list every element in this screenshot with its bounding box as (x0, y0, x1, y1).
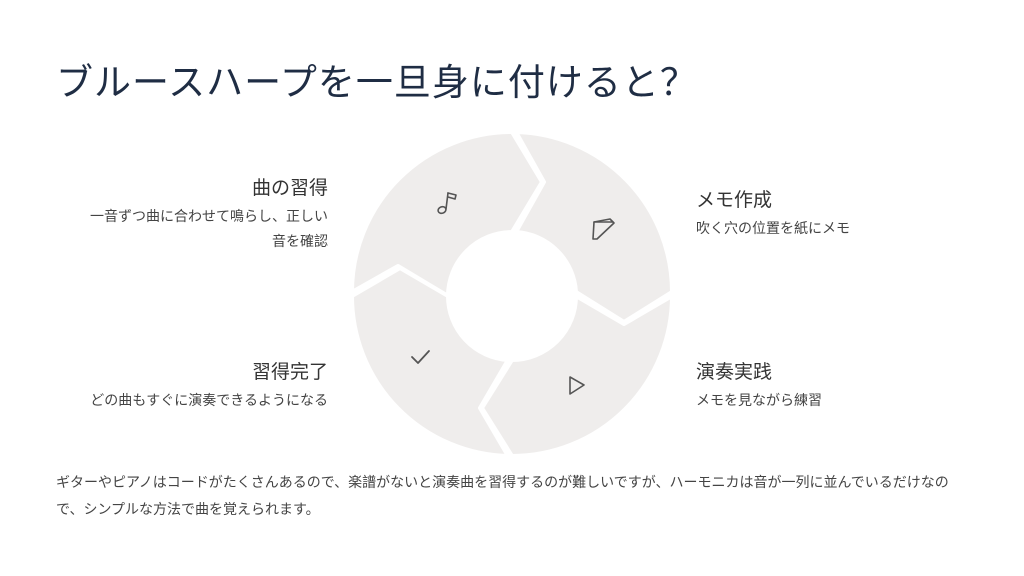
check-icon (411, 350, 430, 364)
footer-text: ギターやピアノはコードがたくさんあるので、楽譜がないと演奏曲を習得するのが難しい… (56, 475, 949, 518)
cycle-diagram (350, 130, 674, 458)
step-practice-title: 演奏実践 (696, 361, 773, 383)
step-learn-desc-line2: 音を確認 (272, 234, 328, 250)
step-practice-desc: メモを見ながら練習 (696, 393, 822, 409)
cycle-segment-practice (480, 294, 674, 458)
pencil-icon (592, 218, 615, 240)
step-memo-title: メモ作成 (696, 189, 773, 211)
step-memo-desc: 吹く穴の位置を紙にメモ (696, 221, 850, 237)
step-complete-desc: どの曲もすぐに演奏できるようになる (90, 393, 328, 409)
cycle-segment-complete (350, 266, 510, 458)
step-complete-title: 習得完了 (251, 361, 328, 383)
step-learn-title: 曲の習得 (251, 177, 328, 199)
play-icon (569, 376, 585, 395)
page-title: ブルースハープを一旦身に付けると？ (56, 61, 698, 104)
cycle-segment-learn (350, 130, 544, 298)
step-learn-desc-line1: 一音ずつ曲に合わせて鳴らし、正しい (90, 209, 328, 225)
music-note-icon (437, 192, 457, 215)
